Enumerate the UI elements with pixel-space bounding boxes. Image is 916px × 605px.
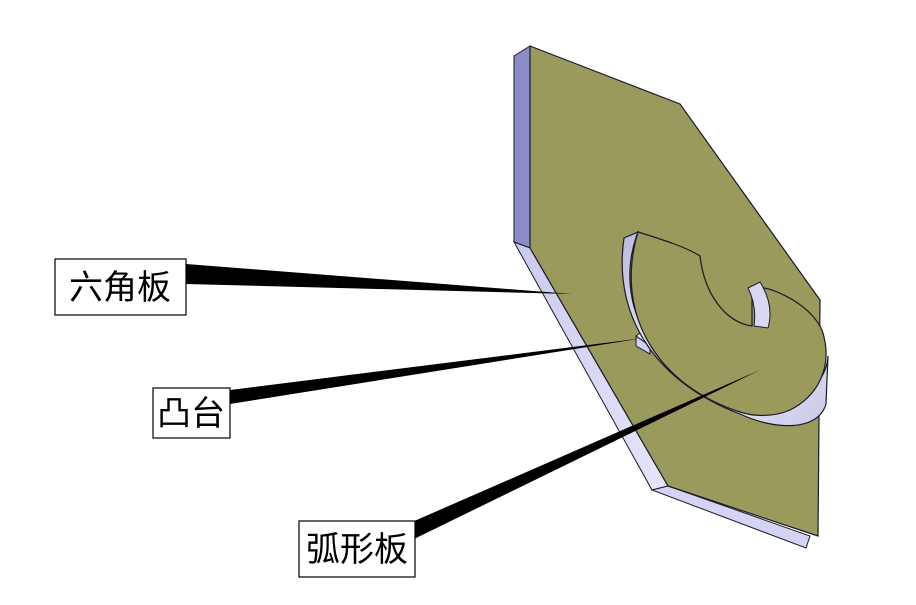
arc-plate-notch-wall bbox=[747, 281, 771, 329]
label-boss: 凸台 bbox=[152, 387, 231, 439]
leader-hexagonal-plate bbox=[186, 264, 572, 294]
label-arc-plate: 弧形板 bbox=[298, 520, 416, 578]
label-arc-plate-text: 弧形板 bbox=[306, 530, 408, 570]
arc-plate bbox=[621, 230, 829, 427]
label-boss-text: 凸台 bbox=[157, 394, 225, 434]
leader-boss bbox=[230, 338, 644, 404]
plate-left-edge bbox=[513, 45, 531, 249]
arc-plate-face bbox=[630, 231, 827, 417]
leader-arc-plate bbox=[412, 370, 760, 540]
label-hexagonal-plate: 六角板 bbox=[54, 258, 187, 316]
leader-lines bbox=[186, 264, 760, 540]
label-hexagonal-plate-text: 六角板 bbox=[69, 268, 171, 308]
plate-bottom-edge bbox=[650, 485, 811, 549]
